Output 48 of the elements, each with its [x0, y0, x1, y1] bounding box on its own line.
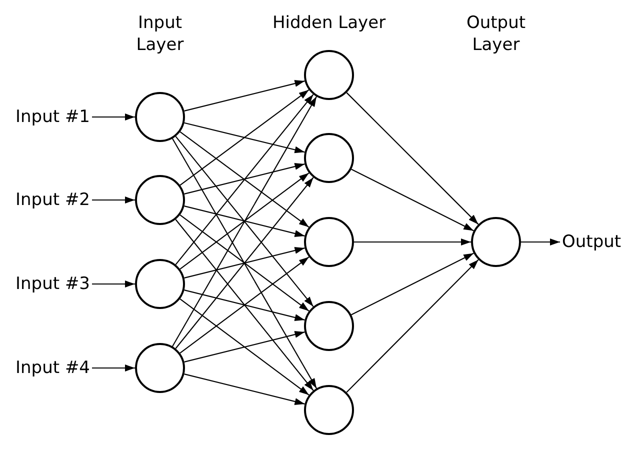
- arrow: [92, 114, 135, 120]
- arrow: [351, 252, 474, 316]
- arrow: [175, 219, 314, 391]
- arrow: [92, 196, 135, 204]
- arrow: [172, 96, 317, 347]
- arrow: [521, 238, 560, 246]
- arrow: [184, 331, 305, 362]
- neuron-circle: [304, 50, 354, 100]
- arrow: [184, 290, 305, 321]
- neuron-circle: [304, 301, 354, 351]
- neuron-circle: [135, 259, 185, 309]
- arrow: [180, 131, 310, 228]
- neuron-circle: [471, 217, 521, 267]
- layer-label: Hidden Layer: [271, 12, 387, 34]
- arrow: [184, 163, 305, 194]
- neuron-circle: [135, 343, 185, 393]
- arrow: [92, 280, 135, 288]
- arrow: [184, 247, 305, 278]
- arrow: [175, 136, 314, 307]
- neuron-circle: [135, 92, 185, 142]
- neuron-circle: [135, 175, 185, 225]
- neuron-circle: [304, 385, 354, 435]
- arrow: [346, 259, 479, 393]
- layer-label: Input Layer: [135, 12, 185, 56]
- arrow: [172, 138, 317, 389]
- arrow: [184, 80, 305, 112]
- node-label: Input #3: [2, 274, 90, 294]
- node-label: Input #4: [2, 358, 90, 378]
- arrow: [175, 177, 314, 349]
- arrow: [184, 374, 305, 405]
- neuron-circle: [304, 133, 354, 183]
- arrow: [351, 168, 474, 232]
- arrow: [184, 122, 305, 154]
- layer-label: Output Layer: [465, 12, 527, 56]
- arrow: [346, 92, 479, 225]
- node-label: Input #1: [2, 107, 90, 127]
- arrow: [92, 364, 135, 372]
- node-label: Output: [562, 232, 636, 252]
- arrow: [180, 256, 310, 354]
- neuron-circle: [304, 217, 354, 267]
- arrow: [180, 172, 310, 270]
- arrow: [180, 214, 310, 312]
- arrow: [180, 89, 310, 186]
- arrow: [180, 298, 310, 396]
- arrow: [354, 238, 471, 246]
- arrow: [175, 94, 314, 265]
- node-label: Input #2: [2, 190, 90, 210]
- arrow: [184, 206, 305, 237]
